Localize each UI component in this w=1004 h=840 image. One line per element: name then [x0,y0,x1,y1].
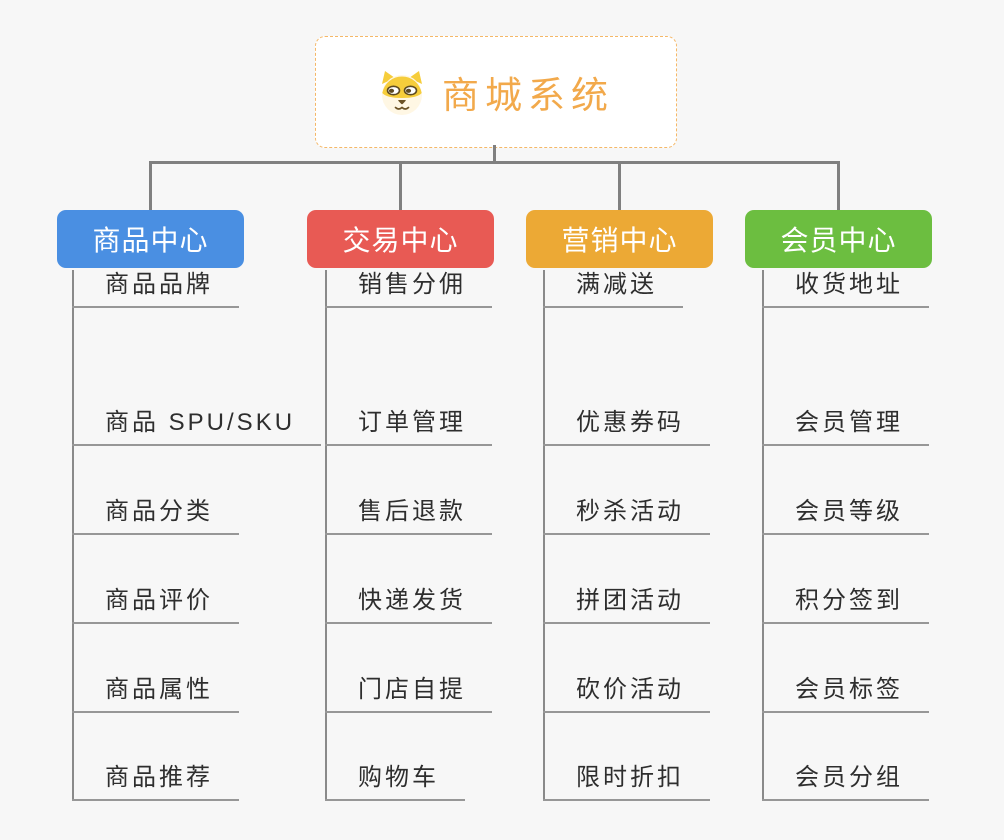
leaf-item[interactable]: 会员等级 [762,497,929,535]
leaf-item[interactable]: 商品评价 [72,586,239,624]
leaf-item[interactable]: 拼团活动 [543,586,710,624]
leaf-item[interactable]: 商品 SPU/SKU [72,408,322,446]
leaf-item[interactable]: 满减送 [543,270,683,308]
connector-drop-marketing [618,161,621,210]
connector-root-trunk [493,145,496,164]
root-title: 商城系统 [442,75,614,116]
leaf-item[interactable]: 优惠券码 [543,408,710,446]
leaf-item[interactable]: 限时折扣 [543,763,710,801]
branch-node-trade-center[interactable]: 交易中心 [307,210,494,268]
leaf-item[interactable]: 订单管理 [325,408,492,446]
leaf-item[interactable]: 购物车 [325,763,465,801]
branch-node-product-center[interactable]: 商品中心 [57,210,244,268]
leaf-item[interactable]: 销售分佣 [325,270,492,308]
connector-drop-trade [399,161,402,210]
leaf-item[interactable]: 会员管理 [762,408,929,446]
connector-drop-member [837,161,840,210]
connector-column-trunk [762,270,764,801]
connector-column-trunk [72,270,74,801]
leaf-item[interactable]: 商品品牌 [72,270,239,308]
leaf-item[interactable]: 积分签到 [762,586,929,624]
leaf-item[interactable]: 会员标签 [762,675,929,713]
connector-column-trunk [325,270,327,801]
connector-drop-product [149,161,152,210]
leaf-item[interactable]: 会员分组 [762,763,929,801]
leaf-item[interactable]: 商品推荐 [72,763,239,801]
leaf-item[interactable]: 商品属性 [72,675,239,713]
leaf-item[interactable]: 售后退款 [325,497,492,535]
root-node[interactable]: 商城系统 [315,36,677,148]
leaf-item[interactable]: 门店自提 [325,675,492,713]
doge-icon [382,71,422,115]
leaf-item[interactable]: 商品分类 [72,497,239,535]
branch-node-marketing-center[interactable]: 营销中心 [526,210,713,268]
branch-node-member-center[interactable]: 会员中心 [745,210,932,268]
leaf-item[interactable]: 快递发货 [325,586,492,624]
leaf-item[interactable]: 砍价活动 [543,675,710,713]
leaf-item[interactable]: 收货地址 [762,270,929,308]
leaf-item[interactable]: 秒杀活动 [543,497,710,535]
connector-branch-hline [149,161,840,164]
connector-column-trunk [543,270,545,801]
